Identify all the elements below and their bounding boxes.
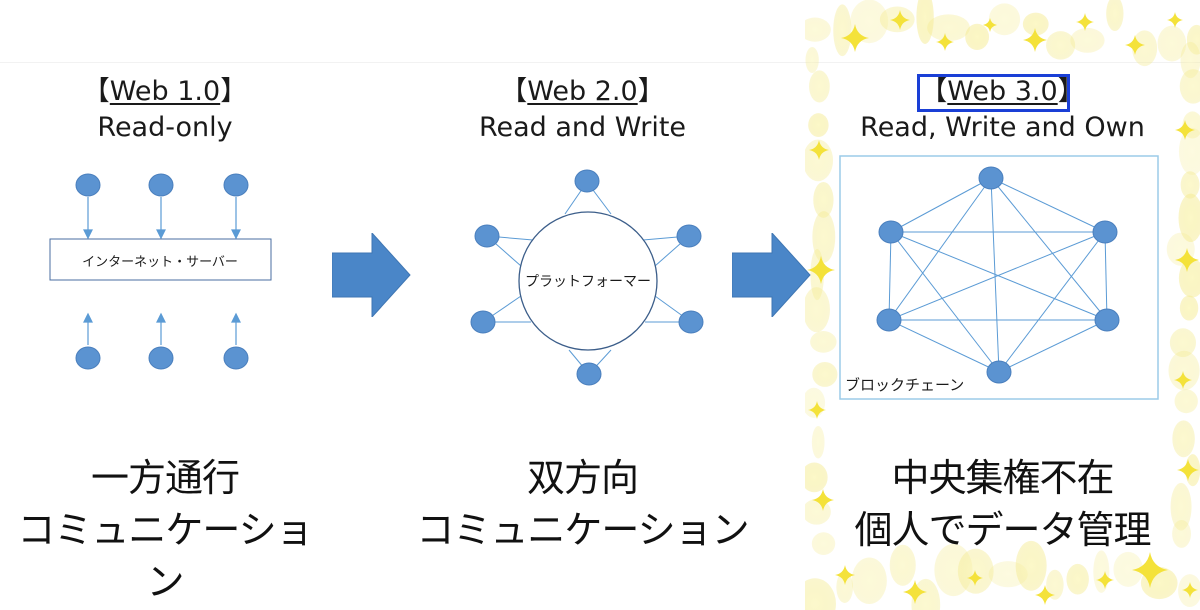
web1-caption-line1: 一方通行 xyxy=(90,456,240,500)
web1-version: Web 1.0 xyxy=(109,76,221,107)
web2-node xyxy=(474,224,500,248)
web3-diagram: ブロックチェーン xyxy=(839,155,1159,400)
web1-down-arrowhead xyxy=(231,229,241,240)
web3-caption-line1: 中央集権不在 xyxy=(891,456,1114,500)
panel-web1: 【Web 1.0】 Read-only インターネット・サーバー xyxy=(0,0,330,610)
web3-nodes xyxy=(876,166,1120,384)
web1-top-nodes xyxy=(75,173,249,197)
web1-up-arrows xyxy=(83,312,241,345)
web3-mesh-line xyxy=(888,177,992,321)
web3-node xyxy=(986,360,1012,384)
web1-up-arrowhead xyxy=(156,312,166,323)
web1-bracket-close: 】 xyxy=(220,76,248,107)
web1-node xyxy=(75,346,101,370)
web1-bracket-open: 【 xyxy=(82,76,110,107)
panel-web2: 【Web 2.0】 Read and Write xyxy=(415,0,750,610)
web1-up-arrowhead xyxy=(231,312,241,323)
web2-node xyxy=(676,224,702,248)
web2-node xyxy=(574,169,600,193)
web3-bracket-open: 【 xyxy=(920,76,948,107)
web3-mesh-line xyxy=(1104,231,1108,321)
web1-node xyxy=(148,173,174,197)
web3-mesh-line xyxy=(990,177,1000,373)
web2-subtitle: Read and Write xyxy=(478,112,687,143)
web3-node xyxy=(878,220,904,244)
web3-mesh-line xyxy=(888,319,1000,373)
web1-node xyxy=(75,173,101,197)
web3-bracket-close: 】 xyxy=(1057,76,1085,107)
web3-mesh-line xyxy=(890,231,1000,373)
web1-node xyxy=(223,173,249,197)
web2-node xyxy=(470,310,496,334)
web3-blockchain-box xyxy=(839,155,1159,400)
panel-web3: 【Web 3.0】 Read, Write and Own xyxy=(805,0,1200,610)
web3-version: Web 3.0 xyxy=(947,76,1058,107)
web3-caption-line2: 個人でデータ管理 xyxy=(854,508,1151,552)
web3-mesh-line xyxy=(998,231,1106,373)
web3-subtitle: Read, Write and Own xyxy=(860,112,1145,143)
web1-up-arrowhead xyxy=(83,312,93,323)
web2-bracket-close: 】 xyxy=(637,76,665,107)
web2-title: 【Web 2.0】 xyxy=(415,76,750,108)
right-arrow-icon xyxy=(332,233,411,317)
web2-platform-circle xyxy=(518,211,658,351)
web3-title: 【Web 3.0】 xyxy=(805,76,1200,108)
web1-node xyxy=(148,346,174,370)
web2-caption-line1: 双方向 xyxy=(526,456,639,500)
web2-bracket-open: 【 xyxy=(500,76,528,107)
web2-node xyxy=(576,362,602,386)
web1-down-arrowhead xyxy=(83,229,93,240)
web3-node xyxy=(1092,220,1118,244)
web3-node xyxy=(876,308,902,332)
web3-mesh-line xyxy=(990,177,1106,233)
web2-platform-label: プラットフォーマー xyxy=(525,274,651,290)
web3-highlight-box xyxy=(917,74,1070,112)
header-divider xyxy=(0,62,1200,63)
web1-node xyxy=(223,346,249,370)
web3-mesh-line xyxy=(890,231,1108,321)
web3-mesh-line xyxy=(890,177,992,233)
web1-caption-line2: コミュニケーション xyxy=(17,508,313,604)
web1-bottom-nodes xyxy=(75,346,249,370)
web3-mesh-line xyxy=(998,319,1108,373)
web3-mesh-line xyxy=(990,177,1108,321)
web1-down-arrows xyxy=(83,197,241,240)
web3-mesh-lines xyxy=(888,177,1108,373)
web1-subtitle: Read-only xyxy=(97,112,233,143)
web3-mesh-line xyxy=(888,231,1106,321)
web3-blockchain-label: ブロックチェーン xyxy=(845,376,964,394)
web1-diagram: インターネット・サーバー xyxy=(49,173,272,370)
web3-mesh-line xyxy=(888,231,892,321)
web2-diagram: プラットフォーマー xyxy=(470,169,704,386)
web3-node xyxy=(1094,308,1120,332)
web1-server-box xyxy=(49,238,272,281)
web3-node xyxy=(978,166,1004,190)
web2-version: Web 2.0 xyxy=(527,76,638,107)
web2-node xyxy=(678,310,704,334)
web1-down-arrowhead xyxy=(156,229,166,240)
web2-caption-line2: コミュニケーション xyxy=(416,508,749,552)
right-arrow-icon xyxy=(732,233,811,317)
web2-nodes xyxy=(470,169,704,386)
web1-server-label: インターネット・サーバー xyxy=(82,255,238,270)
web1-title: 【Web 1.0】 xyxy=(0,76,330,108)
